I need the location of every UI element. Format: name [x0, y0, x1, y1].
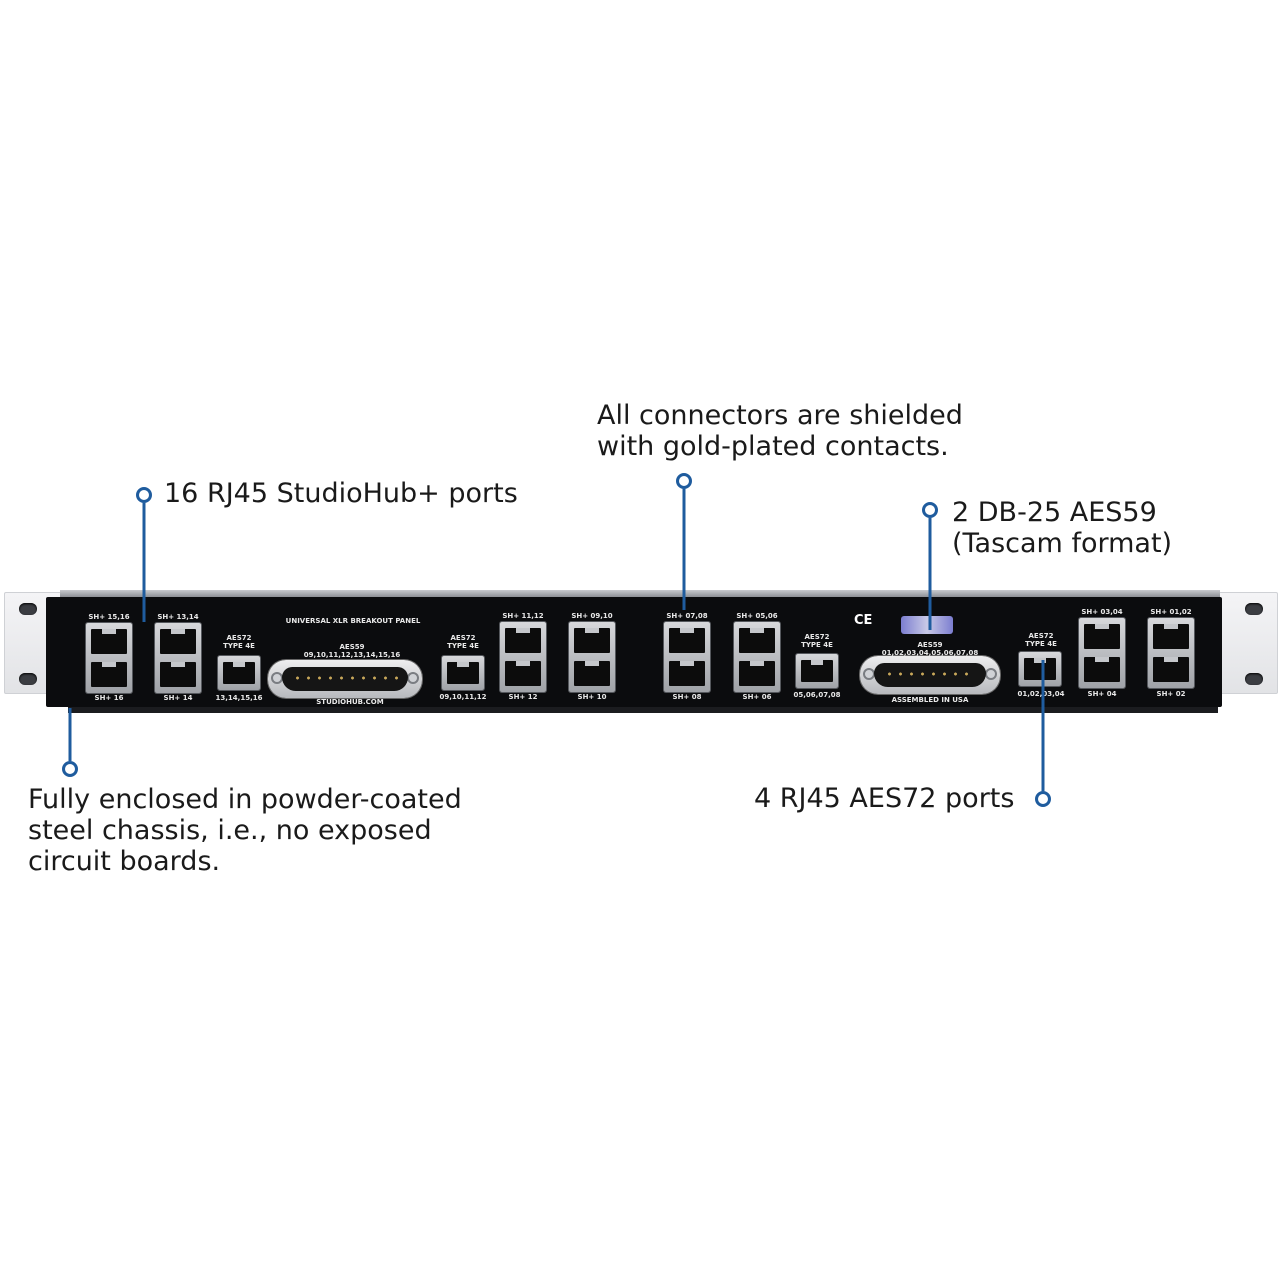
assembled-in-usa: ASSEMBLED IN USA	[891, 696, 969, 704]
label-sh-03-04: SH+ 03,04	[1081, 608, 1123, 616]
label-sh-10: SH+ 10	[577, 693, 607, 701]
label-sh-09-10: SH+ 09,10	[571, 612, 613, 620]
db25-connector-right	[860, 656, 1000, 694]
rj45-aes72-jack	[218, 656, 260, 690]
panel-title: UNIVERSAL XLR BREAKOUT PANEL	[285, 617, 421, 625]
label-aes72-d-channels: 01,02,03,04	[1017, 690, 1065, 698]
rj45-dual-jack	[734, 622, 780, 692]
left-top-mount-hole	[19, 603, 37, 615]
rj45-dual-jack	[155, 623, 201, 693]
db25-connector-left	[268, 660, 422, 698]
rj45-dual-jack	[569, 622, 615, 692]
certification-sticker	[901, 616, 953, 634]
label-sh-06: SH+ 06	[742, 693, 772, 701]
marker-connectors	[676, 473, 692, 489]
callout-shielded-connectors: All connectors are shielded with gold-pl…	[597, 400, 963, 462]
label-aes72-a-channels: 13,14,15,16	[215, 694, 263, 702]
label-sh-02: SH+ 02	[1156, 690, 1186, 698]
label-sh-12: SH+ 12	[508, 693, 538, 701]
callout-enclosed-chassis: Fully enclosed in powder-coated steel ch…	[28, 784, 462, 877]
rj45-aes72-jack	[442, 656, 484, 690]
label-sh-08: SH+ 08	[672, 693, 702, 701]
rj45-dual-jack	[1079, 618, 1125, 688]
label-sh-07-08: SH+ 07,08	[666, 612, 708, 620]
label-sh-13-14: SH+ 13,14	[157, 613, 199, 621]
chassis-bottom-edge	[68, 707, 1218, 713]
marker-studiohub	[136, 487, 152, 503]
callout-db25-aes59: 2 DB-25 AES59 (Tascam format)	[952, 497, 1173, 559]
rj45-dual-jack	[500, 622, 546, 692]
marker-aes72	[1035, 791, 1051, 807]
label-aes72-c-channels: 05,06,07,08	[793, 691, 841, 699]
label-sh-16: SH+ 16	[94, 694, 124, 702]
label-aes72-b-channels: 09,10,11,12	[439, 693, 487, 701]
label-sh-14: SH+ 14	[163, 694, 193, 702]
label-sh-04: SH+ 04	[1087, 690, 1117, 698]
chassis-top-edge	[60, 590, 1220, 597]
callout-studiohub-ports: 16 RJ45 StudioHub+ ports	[164, 478, 518, 509]
ce-mark: CE	[854, 613, 873, 628]
left-bottom-mount-hole	[19, 673, 37, 685]
label-sh-01-02: SH+ 01,02	[1150, 608, 1192, 616]
right-top-mount-hole	[1245, 603, 1263, 615]
label-sh-11-12: SH+ 11,12	[502, 612, 544, 620]
callout-aes72-ports: 4 RJ45 AES72 ports	[754, 783, 1015, 814]
rj45-dual-jack	[664, 622, 710, 692]
label-sh-15-16: SH+ 15,16	[88, 613, 130, 621]
label-sh-05-06: SH+ 05,06	[736, 612, 778, 620]
marker-chassis	[62, 761, 78, 777]
right-bottom-mount-hole	[1245, 673, 1263, 685]
panel-website: STUDIOHUB.COM	[316, 698, 384, 706]
rj45-dual-jack	[86, 623, 132, 693]
rj45-dual-jack	[1148, 618, 1194, 688]
rj45-aes72-jack	[796, 654, 838, 688]
rj45-aes72-jack	[1019, 652, 1061, 686]
marker-db25	[922, 502, 938, 518]
